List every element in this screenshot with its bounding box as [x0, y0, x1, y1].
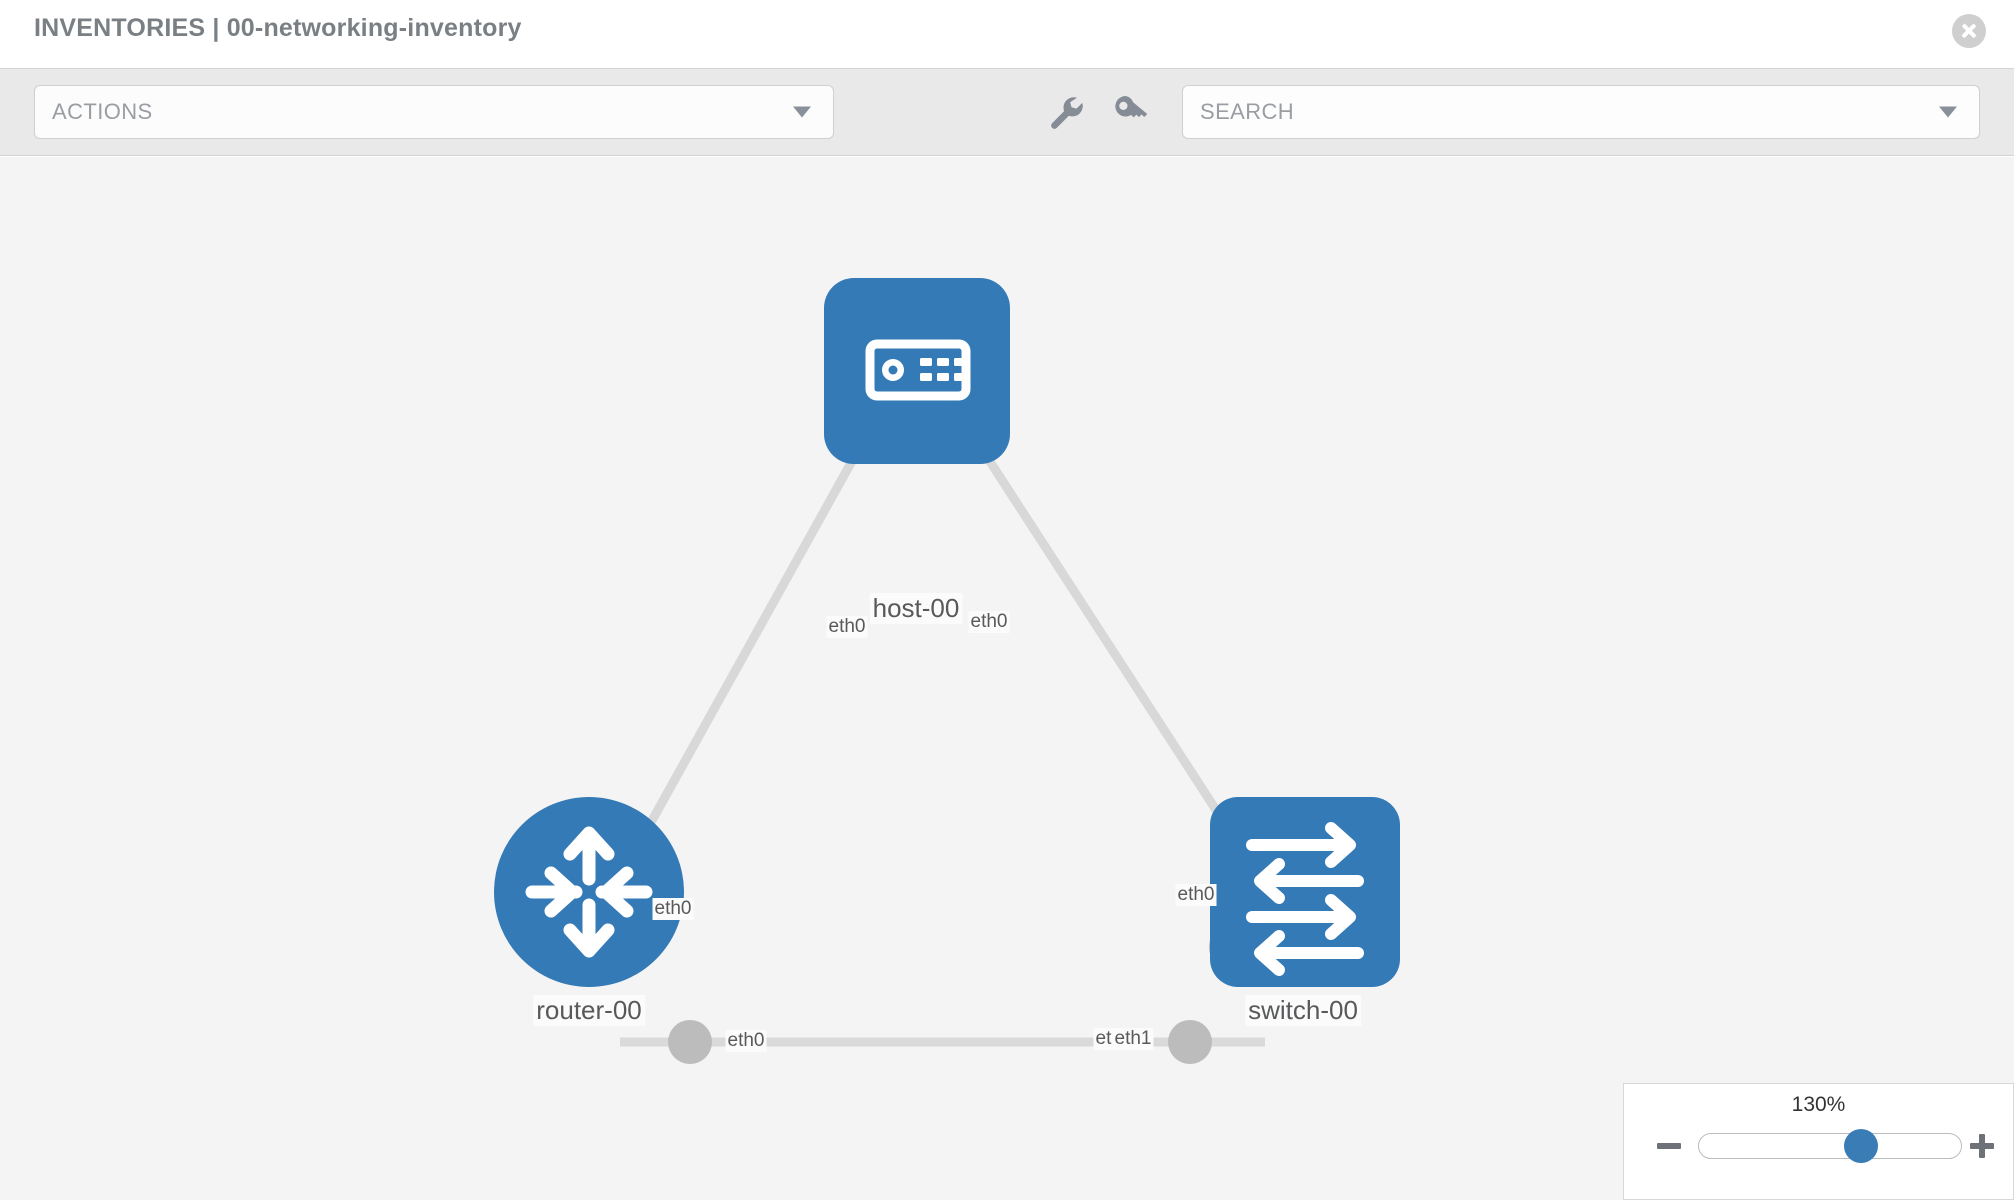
node-switch-00[interactable]: [1210, 797, 1400, 987]
chevron-down-icon: [793, 106, 811, 118]
zoom-control[interactable]: 130%: [1623, 1083, 2014, 1200]
plus-icon[interactable]: [1969, 1133, 1995, 1159]
search-placeholder: SEARCH: [1200, 99, 1295, 124]
node-label-switch: switch-00: [1245, 995, 1361, 1026]
endpoint-switch-left: [1168, 1020, 1212, 1064]
interface-label: eth0: [725, 1030, 767, 1052]
zoom-slider-thumb[interactable]: [1844, 1129, 1879, 1163]
toolbar: ACTIONS SEARCH: [0, 68, 2014, 156]
actions-dropdown[interactable]: ACTIONS: [34, 85, 834, 139]
edge-host-switch: [946, 397, 1270, 890]
close-icon[interactable]: [1952, 14, 1986, 48]
search-input[interactable]: SEARCH: [1182, 85, 1980, 139]
zoom-level-label: 130%: [1791, 1093, 1846, 1116]
topology-canvas[interactable]: host-00 router-00 switch-00 eth0 eth0 et…: [0, 157, 2014, 1200]
actions-dropdown-label: ACTIONS: [52, 99, 153, 124]
minus-icon[interactable]: [1656, 1133, 1682, 1159]
interface-label: eth1: [1112, 1028, 1154, 1050]
interface-label: eth0: [652, 898, 694, 920]
wrench-icon[interactable]: [1046, 92, 1086, 132]
node-label-router: router-00: [533, 995, 645, 1026]
node-label-host: host-00: [869, 593, 963, 624]
page-title: INVENTORIES | 00-networking-inventory: [34, 14, 522, 42]
interface-label: eth0: [1175, 884, 1217, 906]
key-icon[interactable]: [1110, 92, 1150, 132]
edge-host-router: [611, 397, 890, 890]
topology-endpoints: [668, 390, 1261, 1064]
topology-edges: [611, 397, 1270, 1047]
chevron-down-icon[interactable]: [1939, 106, 1957, 118]
interface-label: eth0: [826, 616, 868, 638]
node-host-00[interactable]: [824, 278, 1010, 464]
endpoint-router-right: [668, 1020, 712, 1064]
node-router-00[interactable]: [494, 797, 684, 987]
topology-graph: [494, 278, 1400, 1064]
page-header: INVENTORIES | 00-networking-inventory: [0, 0, 2014, 68]
interface-label: eth0: [968, 611, 1010, 633]
zoom-slider[interactable]: [1698, 1129, 1962, 1163]
